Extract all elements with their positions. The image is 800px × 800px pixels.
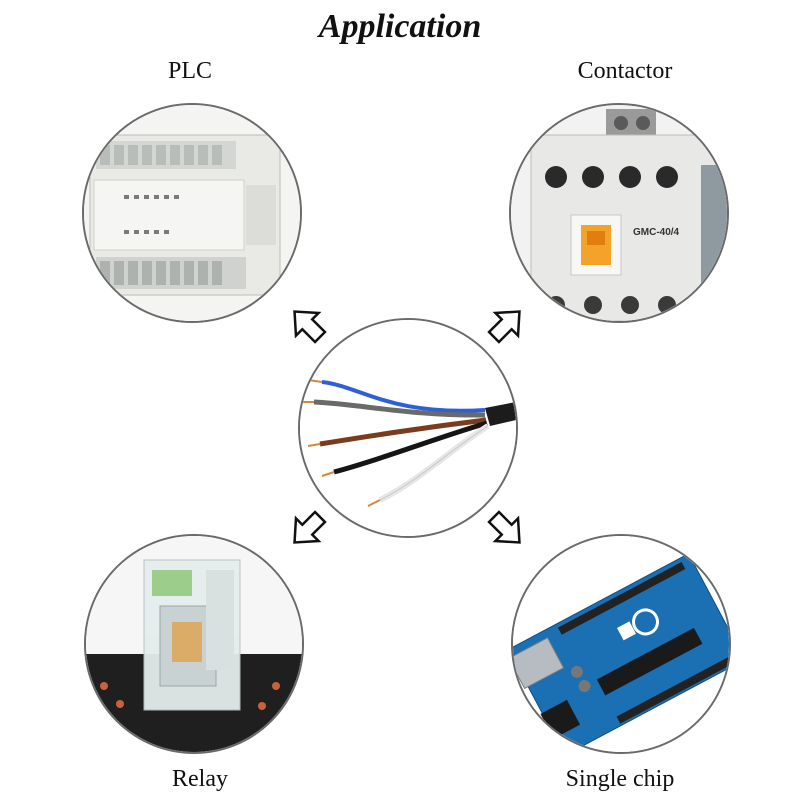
arrow-to-plc-icon (281, 298, 333, 350)
single-chip-circle (511, 534, 731, 754)
sensor-cable-icon (300, 320, 516, 536)
page-title: Application (318, 8, 482, 45)
contactor-device-icon: GMC-40/4 (511, 105, 727, 321)
label-relay: Relay (172, 766, 228, 792)
label-single-chip: Single chip (565, 766, 675, 792)
label-plc: PLC (167, 58, 212, 84)
sensor-cable-circle (298, 318, 518, 538)
arrow-to-relay-icon (281, 504, 333, 556)
plc-device-icon (84, 105, 300, 321)
plc-circle (82, 103, 302, 323)
relay-device-icon (86, 536, 302, 752)
arrow-to-single-chip-icon (481, 504, 533, 556)
relay-circle (84, 534, 304, 754)
arrow-to-contactor-icon (481, 298, 533, 350)
label-contactor: Contactor (577, 58, 673, 84)
arduino-board-icon (513, 536, 729, 752)
contactor-circle: GMC-40/4 (509, 103, 729, 323)
contactor-marking: GMC-40/4 (633, 227, 680, 238)
